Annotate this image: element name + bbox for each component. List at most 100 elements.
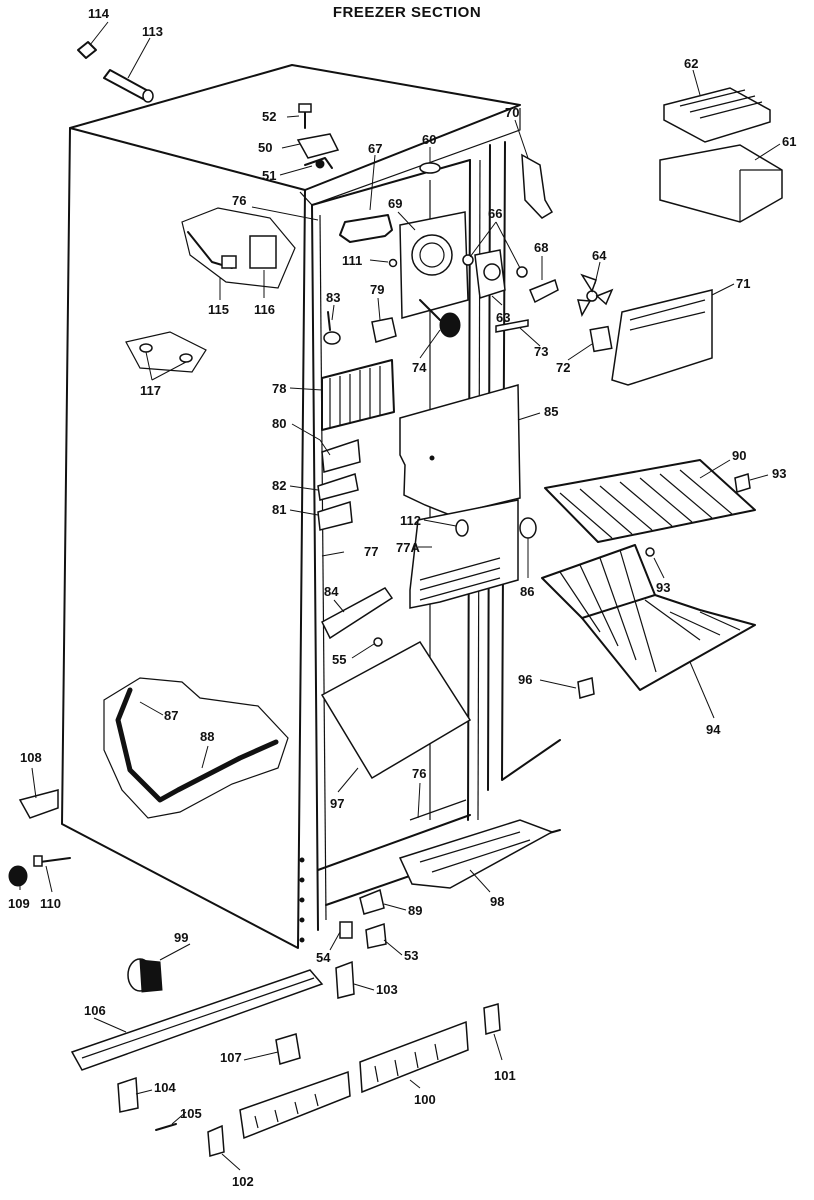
part-107-leveler xyxy=(275,1033,301,1065)
label-54: 54 xyxy=(316,950,331,965)
parts-80-81-82 xyxy=(317,438,361,531)
label-61: 61 xyxy=(782,134,796,149)
label-111: 111 xyxy=(342,253,362,268)
part-106-base-rail xyxy=(70,969,324,1071)
parts-112-77A-86 xyxy=(409,499,537,609)
part-67-heater xyxy=(339,214,393,243)
label-115: 115 xyxy=(208,302,229,317)
part-89-clip xyxy=(359,888,385,915)
part-69-fan-bracket xyxy=(399,211,469,319)
cabinet-front-edge-dots xyxy=(299,857,305,943)
part-93-clip xyxy=(734,473,751,493)
label-109: 109 xyxy=(8,896,30,911)
label-107: 107 xyxy=(220,1050,242,1065)
label-97: 97 xyxy=(330,796,344,811)
part-104-bracket xyxy=(117,1076,139,1113)
part-94-basket xyxy=(541,544,756,691)
label-60: 60 xyxy=(422,132,436,147)
label-100: 100 xyxy=(414,1092,436,1107)
label-82: 82 xyxy=(272,478,286,493)
diagram-title: FREEZER SECTION xyxy=(332,4,482,21)
label-102: 102 xyxy=(232,1174,254,1189)
part-79-thermostat xyxy=(371,317,397,343)
label-96: 96 xyxy=(518,672,532,687)
part-labels: 114 113 52 50 51 60 67 70 62 61 76 69 66… xyxy=(8,6,796,1189)
part-64-fan-blade xyxy=(577,273,614,317)
label-89: 89 xyxy=(408,903,422,918)
part-71-duct-cover xyxy=(611,289,713,386)
label-116: 116 xyxy=(254,302,275,317)
label-88: 88 xyxy=(200,729,214,744)
label-87: 87 xyxy=(164,708,178,723)
label-77: 77 xyxy=(364,544,378,559)
label-93: 93 xyxy=(772,466,786,481)
label-72: 72 xyxy=(556,360,570,375)
label-108: 108 xyxy=(20,750,42,765)
label-90: 90 xyxy=(732,448,746,463)
part-74-knob xyxy=(419,299,461,338)
label-71: 71 xyxy=(736,276,750,291)
part-103-bracket xyxy=(335,960,355,999)
label-99: 99 xyxy=(174,930,188,945)
hinge-parts-50-51-52 xyxy=(296,103,340,169)
callout-115-116 xyxy=(181,207,296,289)
part-105-screw xyxy=(155,1123,177,1131)
part-73-strip xyxy=(495,319,529,333)
label-101: 101 xyxy=(494,1068,516,1083)
label-112: 112 xyxy=(400,513,421,528)
part-93-clip-lower xyxy=(645,547,655,557)
part-96-clip xyxy=(577,677,595,699)
label-68: 68 xyxy=(534,240,548,255)
part-78-evaporator xyxy=(321,359,395,431)
label-103: 103 xyxy=(376,982,398,997)
part-100-grille xyxy=(239,1020,469,1140)
label-76-lower: 76 xyxy=(412,766,426,781)
part-85-evaporator-cover xyxy=(399,384,521,516)
label-76: 76 xyxy=(232,193,246,208)
part-60-grommet xyxy=(419,162,441,174)
parts-109-110 xyxy=(8,855,71,887)
part-101-clip xyxy=(483,1003,501,1035)
part-102-clip xyxy=(207,1124,225,1157)
label-78: 78 xyxy=(272,381,286,396)
label-104: 104 xyxy=(154,1080,176,1095)
label-105: 105 xyxy=(180,1106,202,1121)
fan-motor-assembly xyxy=(462,249,559,304)
callout-117 xyxy=(125,331,207,373)
part-97-trough xyxy=(320,641,472,780)
label-74: 74 xyxy=(412,360,427,375)
part-54 xyxy=(339,921,353,939)
label-53: 53 xyxy=(404,948,418,963)
label-67: 67 xyxy=(368,141,382,156)
label-85: 85 xyxy=(544,404,558,419)
label-51: 51 xyxy=(262,168,276,183)
label-63: 63 xyxy=(496,310,510,325)
label-69: 69 xyxy=(388,196,402,211)
part-111-plug xyxy=(388,258,398,268)
callout-87-88 xyxy=(103,677,289,819)
label-66: 66 xyxy=(488,206,502,221)
part-108-bracket xyxy=(18,789,59,819)
part-98-drain-pan xyxy=(398,819,554,889)
part-72-gasket xyxy=(589,325,613,353)
label-83: 83 xyxy=(326,290,340,305)
part-84-drain xyxy=(321,587,394,640)
part-53-bracket xyxy=(365,922,387,949)
ice-tray-and-bin xyxy=(659,87,783,223)
label-62: 62 xyxy=(684,56,698,71)
label-94: 94 xyxy=(706,722,721,737)
label-93-lower: 93 xyxy=(656,580,670,595)
label-106: 106 xyxy=(84,1003,106,1018)
label-73: 73 xyxy=(534,344,548,359)
hinge-pin-113-114 xyxy=(77,41,154,103)
part-55-plug xyxy=(373,637,383,647)
label-50: 50 xyxy=(258,140,272,155)
label-86: 86 xyxy=(520,584,534,599)
part-83 xyxy=(323,311,341,345)
label-77A: 77A xyxy=(396,540,420,555)
part-99-roller xyxy=(127,958,163,993)
label-117: 117 xyxy=(140,383,161,398)
part-90-wire-shelf xyxy=(544,459,756,543)
label-52: 52 xyxy=(262,109,276,124)
